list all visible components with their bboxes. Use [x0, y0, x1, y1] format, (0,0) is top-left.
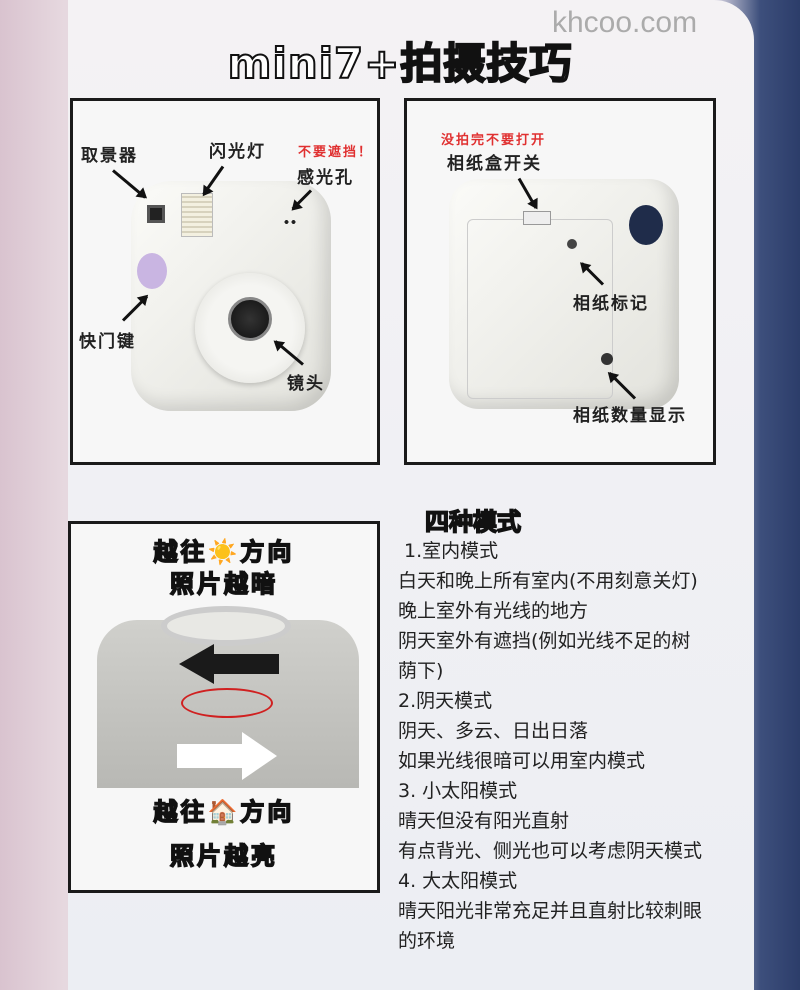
- mode-line: 1.室内模式: [398, 540, 499, 562]
- dial-panel: 越往☀️方向 照片越暗 越往🏠方向 照片越亮: [68, 521, 380, 893]
- mode-line: 阴天、多云、日出日落: [398, 720, 589, 742]
- lens-back: [629, 205, 663, 245]
- label-warning: 没拍完不要打开: [441, 133, 547, 148]
- label-film-mark: 相纸标记: [573, 294, 649, 314]
- label-warning: 不要遮挡！: [298, 145, 374, 160]
- dial-sun-line2: 照片越暗: [169, 569, 278, 599]
- front-camera-panel: 取景器 闪光灯 不要遮挡！ 感光孔 快门键 镜头: [70, 98, 380, 465]
- film-mark: [567, 239, 577, 249]
- light-sensor: [283, 219, 297, 225]
- mode-line: 4. 大太阳模式: [398, 870, 518, 892]
- back-camera-panel: 没拍完不要打开 相纸盒开关 相纸标记 相纸数量显示: [404, 98, 716, 465]
- viewfinder: [147, 205, 165, 223]
- dial-home-line1: 越往🏠方向: [153, 797, 295, 827]
- mode-line: 晴天阳光非常充足并且直射比较刺眼: [398, 900, 703, 922]
- dial-home-line2: 照片越亮: [169, 841, 278, 871]
- label-shutter: 快门键: [79, 332, 136, 352]
- shutter-button: [137, 253, 167, 289]
- label-viewfinder: 取景器: [81, 146, 138, 166]
- mode-line: 有点背光、侧光也可以考虑阴天模式: [398, 840, 703, 862]
- flash: [181, 193, 213, 237]
- mode-line: 晚上室外有光线的地方: [398, 600, 589, 622]
- label-lens: 镜头: [287, 374, 325, 394]
- modes-list: 1.室内模式 白天和晚上所有室内(不用刻意关灯) 晚上室外有光线的地方 阴天室外…: [398, 536, 702, 956]
- arrow-icon: [112, 169, 147, 199]
- mode-line: 荫下): [398, 660, 444, 682]
- label-film-counter: 相纸数量显示: [573, 406, 687, 426]
- label-door-switch: 相纸盒开关: [447, 154, 542, 174]
- door-switch: [523, 211, 551, 225]
- lens-top: [161, 606, 291, 646]
- mode-line: 2.阴天模式: [398, 690, 493, 712]
- mode-line: 晴天但没有阳光直射: [398, 810, 570, 832]
- label-flash: 闪光灯: [209, 142, 266, 162]
- dial-highlight-circle: [181, 688, 273, 718]
- mode-line: 如果光线很暗可以用室内模式: [398, 750, 646, 772]
- mode-line: 的环境: [398, 930, 456, 952]
- mode-line: 3. 小太阳模式: [398, 780, 518, 802]
- modes-heading: 四种模式: [424, 507, 522, 537]
- watermark: khcoo.com: [552, 6, 698, 39]
- label-light-sensor: 感光孔: [297, 168, 354, 188]
- dial-sun-line1: 越往☀️方向: [153, 537, 295, 567]
- mode-line: 白天和晚上所有室内(不用刻意关灯): [398, 570, 698, 592]
- film-counter: [601, 353, 613, 365]
- mode-line: 阴天室外有遮挡(例如光线不足的树: [398, 630, 691, 652]
- lens: [228, 297, 272, 341]
- page-title: mini7+拍摄技巧: [227, 38, 573, 89]
